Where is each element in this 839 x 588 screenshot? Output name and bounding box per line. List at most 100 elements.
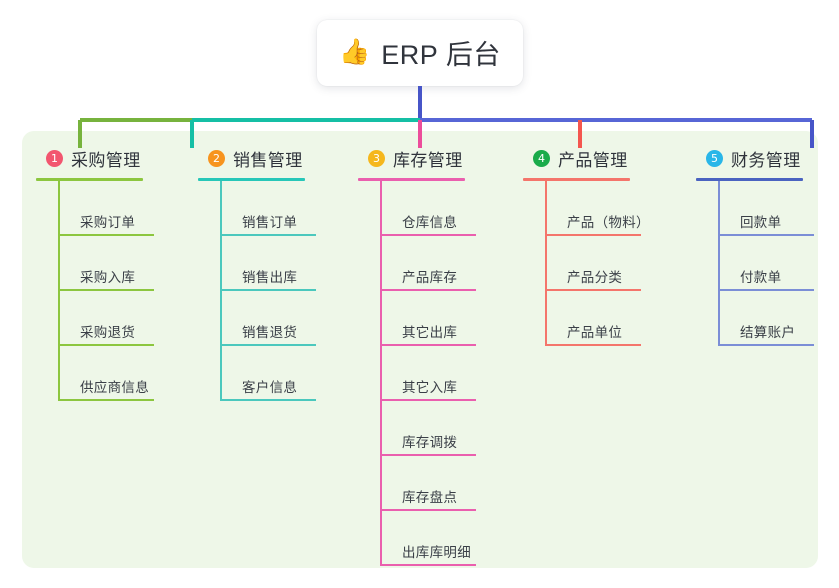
list-item-underline — [220, 289, 316, 291]
list-item[interactable]: 结算账户 — [718, 291, 839, 346]
list-item-label: 库存调拨 — [402, 435, 458, 450]
list-item-underline — [58, 289, 154, 291]
list-item-label: 回款单 — [740, 215, 782, 230]
branch-underline-2 — [198, 178, 305, 181]
branch-title-4: 产品管理 — [558, 150, 628, 170]
thumbs-up-icon: 👍 — [339, 37, 371, 66]
root-node-content: 👍 ERP 后台 — [339, 33, 501, 72]
branch-items-5: 回款单 付款单 结算账户 — [718, 181, 839, 346]
branch-title-1: 采购管理 — [71, 150, 141, 170]
list-item-label: 其它入库 — [402, 380, 458, 395]
branches-panel — [22, 131, 818, 568]
branch-column-1: 1 采购管理 采购订单 采购入库 采购退货 供应商信息 — [36, 145, 196, 401]
list-item-label: 供应商信息 — [80, 380, 149, 395]
list-item-underline — [380, 564, 476, 566]
list-item[interactable]: 销售订单 — [220, 181, 358, 236]
branch-column-3: 3 库存管理 仓库信息 产品库存 其它出库 其它入库 库存调拨 — [358, 145, 518, 566]
branch-underline-5 — [696, 178, 803, 181]
list-item-label: 销售出库 — [242, 270, 298, 285]
list-item-label: 产品（物料） — [567, 215, 650, 230]
list-item-label: 销售退货 — [242, 325, 298, 340]
list-item[interactable]: 客户信息 — [220, 346, 358, 401]
list-item-label: 销售订单 — [242, 215, 298, 230]
list-item-underline — [545, 289, 641, 291]
list-item-underline — [718, 289, 814, 291]
list-item-label: 库存盘点 — [402, 490, 458, 505]
list-item-underline — [58, 399, 154, 401]
list-item[interactable]: 其它出库 — [380, 291, 518, 346]
branch-header-3[interactable]: 3 库存管理 — [358, 145, 518, 171]
list-item[interactable]: 库存调拨 — [380, 401, 518, 456]
list-item-underline — [220, 234, 316, 236]
list-item[interactable]: 产品（物料） — [545, 181, 683, 236]
branch-badge-3: 3 — [368, 149, 385, 167]
list-item-underline — [380, 509, 476, 511]
list-item-underline — [220, 399, 316, 401]
branch-underline-4 — [523, 178, 630, 181]
branch-underline-1 — [36, 178, 143, 181]
list-item-label: 结算账户 — [740, 325, 796, 340]
branch-column-2: 2 销售管理 销售订单 销售出库 销售退货 客户信息 — [198, 145, 358, 401]
list-item-underline — [380, 234, 476, 236]
branch-badge-4: 4 — [533, 149, 550, 167]
list-item[interactable]: 采购退货 — [58, 291, 196, 346]
list-item-underline — [220, 344, 316, 346]
list-item-label: 出库库明细 — [402, 545, 471, 560]
list-item-label: 采购订单 — [80, 215, 136, 230]
list-item-label: 产品库存 — [402, 270, 458, 285]
branch-title-5: 财务管理 — [731, 150, 801, 170]
list-item[interactable]: 供应商信息 — [58, 346, 196, 401]
branch-header-5[interactable]: 5 财务管理 — [696, 145, 839, 171]
branch-badge-1: 1 — [46, 149, 63, 167]
list-item[interactable]: 付款单 — [718, 236, 839, 291]
list-item[interactable]: 销售退货 — [220, 291, 358, 346]
list-item-underline — [58, 344, 154, 346]
branch-title-3: 库存管理 — [393, 150, 463, 170]
branch-spine-4 — [545, 181, 547, 346]
branch-badge-2: 2 — [208, 149, 225, 167]
list-item[interactable]: 仓库信息 — [380, 181, 518, 236]
list-item-label: 付款单 — [740, 270, 782, 285]
branch-spine-5 — [718, 181, 720, 346]
branch-header-2[interactable]: 2 销售管理 — [198, 145, 358, 171]
branch-spine-1 — [58, 181, 60, 401]
branch-items-2: 销售订单 销售出库 销售退货 客户信息 — [220, 181, 358, 401]
branch-column-5: 5 财务管理 回款单 付款单 结算账户 — [696, 145, 839, 346]
root-node-title: ERP 后台 — [381, 39, 501, 70]
list-item[interactable]: 产品库存 — [380, 236, 518, 291]
branch-column-4: 4 产品管理 产品（物料） 产品分类 产品单位 — [523, 145, 683, 346]
list-item[interactable]: 其它入库 — [380, 346, 518, 401]
branch-title-2: 销售管理 — [233, 150, 303, 170]
list-item-underline — [380, 289, 476, 291]
list-item-underline — [380, 344, 476, 346]
list-item-label: 其它出库 — [402, 325, 458, 340]
list-item-label: 采购入库 — [80, 270, 136, 285]
list-item-label: 产品分类 — [567, 270, 623, 285]
list-item-label: 客户信息 — [242, 380, 298, 395]
list-item[interactable]: 采购入库 — [58, 236, 196, 291]
list-item-underline — [545, 234, 641, 236]
branch-header-4[interactable]: 4 产品管理 — [523, 145, 683, 171]
branch-underline-3 — [358, 178, 465, 181]
list-item[interactable]: 产品单位 — [545, 291, 683, 346]
branch-spine-2 — [220, 181, 222, 401]
list-item[interactable]: 出库库明细 — [380, 511, 518, 566]
list-item[interactable]: 采购订单 — [58, 181, 196, 236]
branch-badge-5: 5 — [706, 149, 723, 167]
branch-spine-3 — [380, 181, 382, 566]
list-item-underline — [545, 344, 641, 346]
list-item[interactable]: 库存盘点 — [380, 456, 518, 511]
branch-items-3: 仓库信息 产品库存 其它出库 其它入库 库存调拨 库存盘点 — [380, 181, 518, 566]
list-item-underline — [718, 234, 814, 236]
branch-header-1[interactable]: 1 采购管理 — [36, 145, 196, 171]
list-item-label: 采购退货 — [80, 325, 136, 340]
list-item-label: 仓库信息 — [402, 215, 458, 230]
list-item[interactable]: 产品分类 — [545, 236, 683, 291]
list-item-underline — [380, 399, 476, 401]
root-node-card[interactable]: 👍 ERP 后台 — [317, 20, 523, 86]
list-item-underline — [58, 234, 154, 236]
list-item[interactable]: 销售出库 — [220, 236, 358, 291]
list-item[interactable]: 回款单 — [718, 181, 839, 236]
list-item-underline — [380, 454, 476, 456]
